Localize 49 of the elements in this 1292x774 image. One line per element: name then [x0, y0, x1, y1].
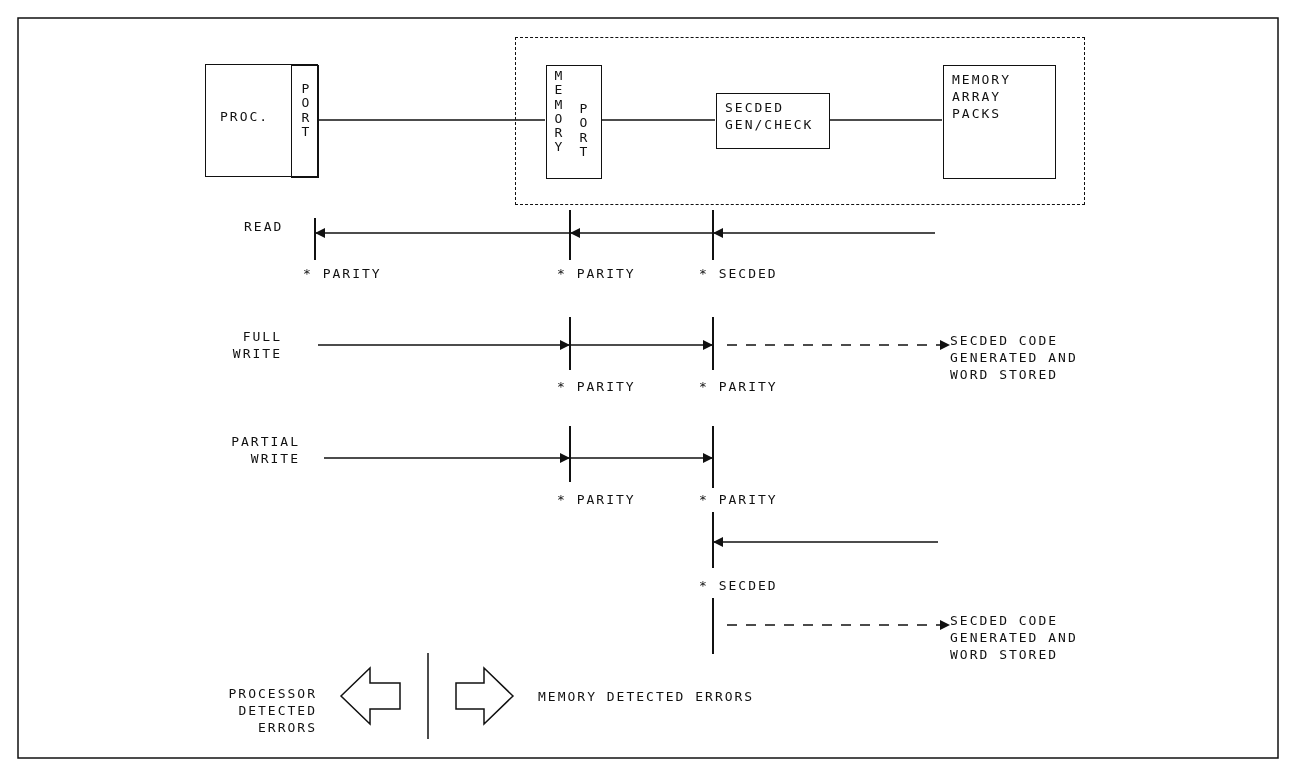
annotation-text: * PARITY	[699, 379, 779, 396]
arrow	[712, 537, 939, 547]
timing-mark	[712, 210, 714, 260]
arrow	[317, 340, 571, 350]
connector-line	[317, 119, 546, 121]
legend-text: PROCESSOR DETECTED ERRORS	[227, 686, 317, 737]
annotation-text: * PARITY	[557, 492, 637, 509]
box-label: PROC.	[220, 109, 270, 126]
arrow	[726, 620, 951, 630]
annotation-text: READ	[244, 219, 285, 236]
timing-mark	[712, 512, 714, 568]
arrow	[726, 340, 951, 350]
box-label: MEMORY ARRAY PACKS	[952, 72, 1012, 123]
box-label: SECDED CODE GENERATED AND WORD STORED	[950, 613, 1079, 664]
timing-mark	[712, 317, 714, 370]
box-label: SECDED GEN/CHECK	[725, 100, 815, 134]
annotation-text: * PARITY	[699, 492, 779, 509]
arrow	[323, 453, 571, 463]
annotation-text: * PARITY	[557, 379, 637, 396]
vertical-label: PORT	[300, 82, 311, 140]
arrow	[569, 228, 714, 238]
connector-line	[600, 119, 716, 121]
annotation-text: * PARITY	[303, 266, 383, 283]
arrow	[712, 228, 936, 238]
connector-line	[828, 119, 943, 121]
box-label: SECDED CODE GENERATED AND WORD STORED	[950, 333, 1079, 384]
port-box	[291, 65, 319, 178]
arrow	[314, 228, 571, 238]
arrow	[569, 340, 714, 350]
timing-mark	[569, 426, 571, 482]
timing-mark	[314, 218, 316, 260]
annotation-text: * SECDED	[699, 266, 779, 283]
timing-mark	[569, 210, 571, 260]
arrow	[569, 453, 714, 463]
annotation-text: * PARITY	[557, 266, 637, 283]
memory-port-box	[546, 65, 602, 179]
annotation-text: FULL WRITE	[231, 329, 282, 363]
vertical-label: PORT	[578, 102, 589, 160]
annotation-text: * SECDED	[699, 578, 779, 595]
timing-mark	[712, 426, 714, 488]
memory-array-box	[943, 65, 1056, 179]
timing-mark	[712, 598, 714, 654]
secded-box	[716, 93, 830, 149]
memory-subsystem-boundary	[515, 37, 1085, 205]
vertical-label: MEMORY	[553, 69, 564, 155]
annotation-text: PARTIAL WRITE	[230, 434, 300, 468]
legend-text: MEMORY DETECTED ERRORS	[538, 689, 756, 706]
processor-box	[205, 64, 318, 177]
timing-mark	[569, 317, 571, 370]
